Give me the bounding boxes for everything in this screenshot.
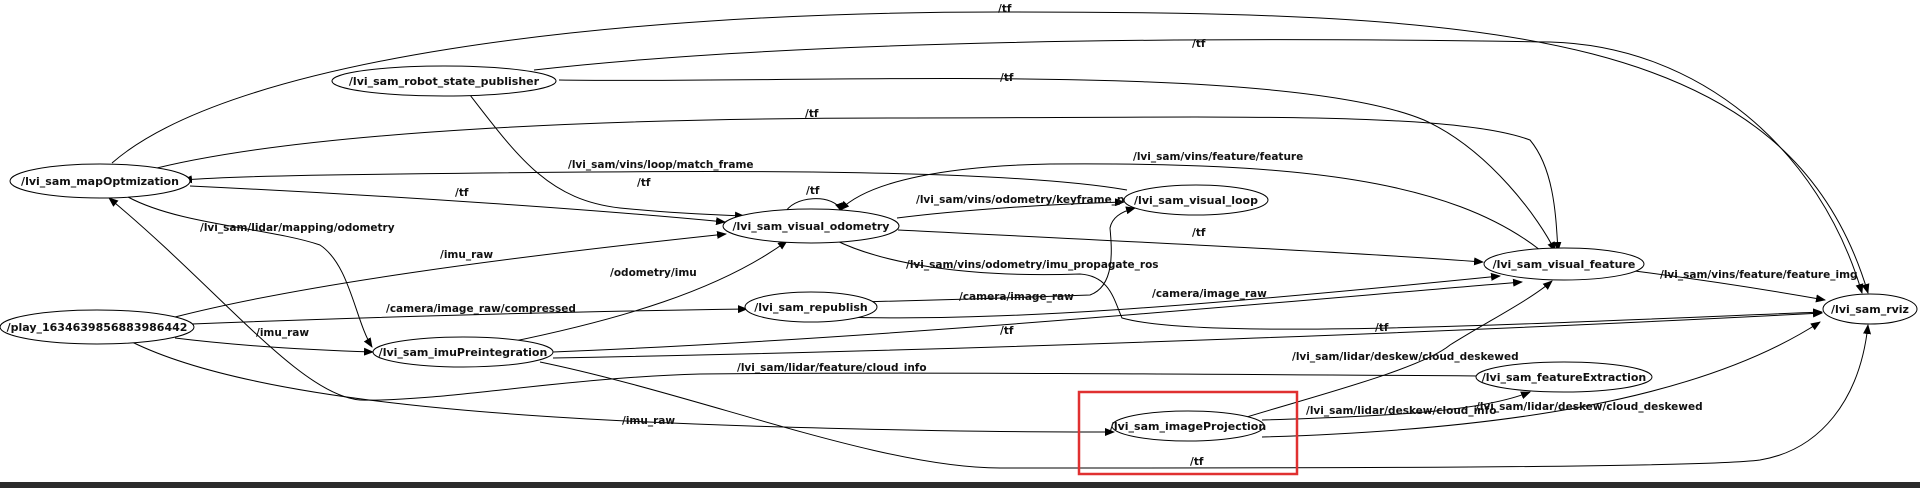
edge-label: /imu_raw [256, 327, 309, 339]
edge-path [841, 272, 1501, 319]
node-label: /lvi_sam_visual_loop [1134, 194, 1258, 207]
edge-label: /tf [998, 3, 1012, 15]
node-label: /lvi_sam_visual_odometry [733, 220, 890, 233]
edge-label: /tf [1375, 322, 1389, 334]
edge-label: /tf [1000, 325, 1014, 337]
node-rviz[interactable]: /lvi_sam_rviz [1822, 293, 1918, 325]
edge-path [558, 78, 1556, 252]
edge-label: /tf [1192, 38, 1206, 50]
edge-label: /lvi_sam/lidar/feature/cloud_info [737, 362, 927, 374]
edge-path [131, 341, 1115, 436]
edge-label: /camera/image_raw/compressed [386, 303, 576, 315]
edge-label: /tf [805, 108, 819, 120]
node-visual-odometry[interactable]: /lvi_sam_visual_odometry [722, 208, 900, 244]
edge-label: /tf [637, 177, 651, 189]
edge-path [144, 116, 1562, 252]
node-robot-state-publisher[interactable]: /lvi_sam_robot_state_publisher [331, 65, 557, 97]
node-feature-extraction[interactable]: /lvi_sam_featureExtraction [1475, 361, 1653, 393]
edge-label: /tf [806, 185, 820, 197]
node-visual-loop[interactable]: /lvi_sam_visual_loop [1123, 184, 1269, 216]
edge-path [552, 278, 1523, 353]
edge-label: /lvi_sam/lidar/deskew/cloud_deskewed [1476, 401, 1703, 413]
edge-label: /tf [455, 187, 469, 199]
edges: /tf /tf /tf /tf /tf /lvi_sam/vins/loop/m… [108, 3, 1872, 469]
edge-label: /lvi_sam/vins/odometry/keyframe_pose [916, 194, 1145, 206]
edge-path [897, 229, 1484, 266]
edge-path [499, 240, 788, 345]
edge-path [182, 170, 1128, 191]
edge-path [552, 309, 1823, 359]
edge-path [839, 163, 1541, 251]
node-mapoptimization[interactable]: /lvi_sam_mapOptmization [9, 163, 191, 199]
node-visual-feature[interactable]: /lvi_sam_visual_feature [1483, 247, 1645, 281]
edge-path [896, 198, 1125, 219]
edge-label: /camera/image_raw [959, 291, 1074, 303]
edge-path [189, 185, 726, 226]
edge-path [533, 39, 1864, 294]
edge-path [834, 239, 1823, 330]
node-label: /lvi_sam_featureExtraction [1482, 371, 1646, 384]
edge-label: /lvi_sam/vins/feature/feature_img [1660, 269, 1858, 281]
node-label: /play_1634639856883986442 [7, 321, 188, 334]
edge-path [1626, 269, 1826, 303]
edge-path [469, 94, 745, 220]
edge-label: /odometry/imu [610, 267, 697, 279]
edge-label: /camera/image_raw [1152, 288, 1267, 300]
node-label: /lvi_sam_republish [754, 301, 868, 314]
node-label: /lvi_sam_visual_feature [1493, 258, 1636, 271]
edge-label: /lvi_sam/vins/odometry/imu_propagate_ros [906, 259, 1159, 271]
node-republish[interactable]: /lvi_sam_republish [744, 291, 878, 323]
edge-path [174, 230, 727, 318]
edge-path [191, 305, 748, 325]
edge-label: /lvi_sam/lidar/deskew/cloud_info [1306, 405, 1496, 417]
edge-label: /tf [1000, 72, 1014, 84]
edge-path [1236, 280, 1553, 421]
edge-label: /tf [1190, 456, 1204, 468]
highlight-box [1077, 390, 1299, 476]
edge-label: /lvi_sam/lidar/deskew/cloud_deskewed [1292, 351, 1519, 363]
bottom-bar [0, 482, 1920, 488]
node-label: /lvi_sam_rviz [1831, 303, 1909, 316]
node-label: /lvi_sam_mapOptmization [21, 175, 179, 188]
edge-path [784, 198, 843, 215]
edge-path [859, 206, 1136, 303]
node-label: /lvi_sam_robot_state_publisher [349, 75, 540, 88]
edge-path [127, 196, 373, 348]
edge-path [1261, 321, 1821, 438]
edge-label: /lvi_sam/lidar/mapping/odometry [200, 222, 395, 234]
edge-label: /lvi_sam/vins/feature/feature [1133, 151, 1303, 163]
node-imu-preintegration[interactable]: /lvi_sam_imuPreintegration [372, 336, 554, 368]
edge-label: /tf [1192, 227, 1206, 239]
node-play[interactable]: /play_1634639856883986442 [0, 309, 195, 345]
edge-label: /imu_raw [622, 415, 675, 427]
edge-label: /imu_raw [440, 249, 493, 261]
edge-path [1261, 391, 1531, 421]
edge-path [174, 337, 374, 356]
node-label: /lvi_sam_imuPreintegration [379, 346, 548, 359]
edge-path [108, 197, 1479, 401]
node-image-projection[interactable]: /lvi_sam_imageProjection [1110, 410, 1266, 442]
edge-path [539, 324, 1872, 469]
edge-path [111, 11, 1870, 294]
edge-label: /lvi_sam/vins/loop/match_frame [568, 159, 754, 171]
nodes: /lvi_sam_mapOptmization /lvi_sam_robot_s… [0, 65, 1918, 442]
node-label: /lvi_sam_imageProjection [1110, 420, 1266, 433]
